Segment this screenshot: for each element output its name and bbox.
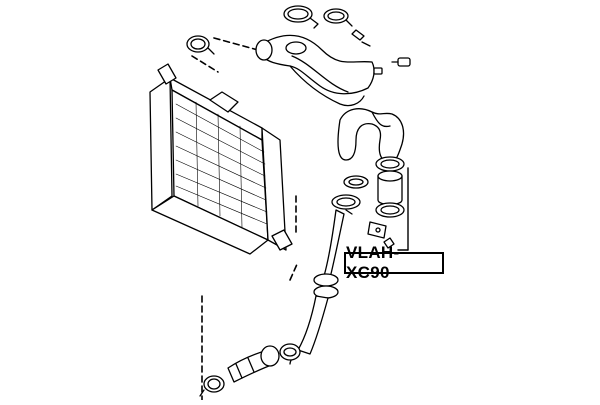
hose-clamp-top-2 bbox=[323, 8, 353, 27]
part-number-label: VLAH-XC90 bbox=[344, 243, 444, 282]
clamp-stack bbox=[367, 156, 405, 249]
lower-elbow-hose bbox=[227, 343, 301, 383]
hose-clamp-left bbox=[186, 35, 215, 55]
long-intake-pipe bbox=[289, 209, 345, 365]
hose-clamp-top-1 bbox=[283, 5, 319, 29]
intercooler-radiator bbox=[149, 63, 293, 255]
leader-lines bbox=[191, 37, 299, 401]
u-bend-hose bbox=[337, 108, 405, 163]
hose-clamp-bottom bbox=[199, 375, 225, 397]
upper-intake-pipe bbox=[255, 34, 375, 107]
mid-clamps bbox=[331, 175, 369, 215]
fasteners-top-right bbox=[351, 29, 411, 75]
label-bracket bbox=[397, 167, 409, 251]
